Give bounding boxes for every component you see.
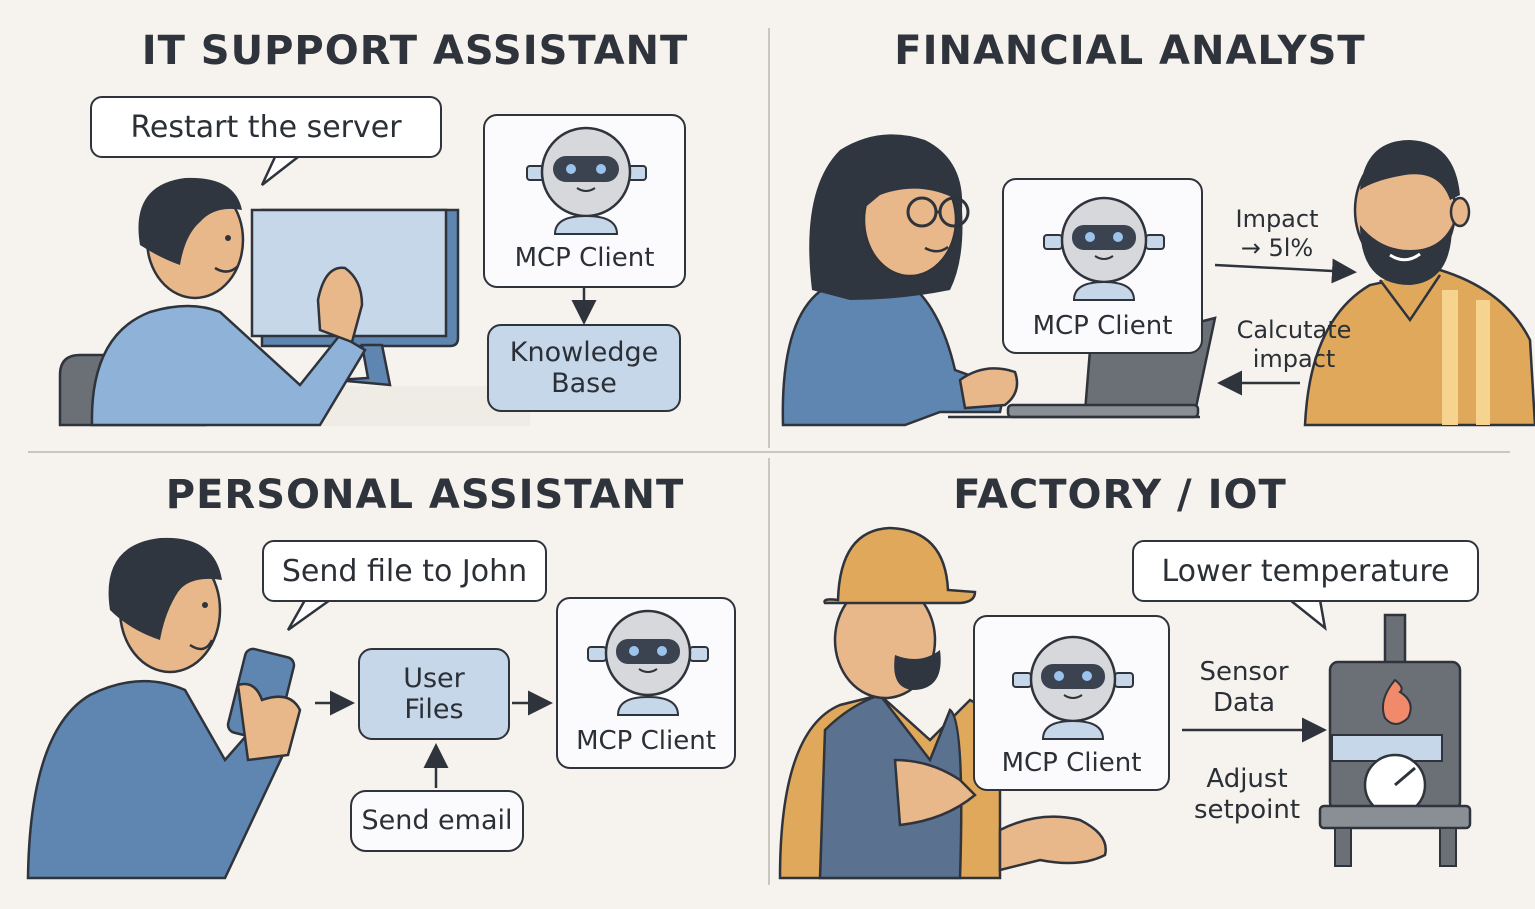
tail-it	[260, 156, 299, 186]
shirt-stripe-1	[1442, 290, 1458, 425]
financial-scene	[781, 134, 1535, 427]
mcp-client-box-factory: MCP Client	[973, 615, 1170, 791]
personal-scene	[26, 537, 302, 880]
knowledge-base-label: Knowledge Base	[509, 336, 659, 399]
tail-factory	[1289, 599, 1327, 632]
speech-bubble-personal: Send file to John	[262, 540, 547, 602]
send-email-box: Send email	[350, 790, 524, 852]
title-factory-iot: FACTORY / IOT	[953, 472, 1287, 518]
send-email-label: Send email	[361, 805, 513, 837]
boiler-base	[1318, 804, 1472, 830]
calculate-impact-label: Calcutate impact	[1236, 316, 1352, 373]
adjust-setpoint-label: Adjust setpoint	[1193, 764, 1301, 826]
it-person-hair	[138, 177, 242, 265]
arrow-to-man	[1214, 258, 1357, 284]
worker-hand-right	[998, 815, 1107, 872]
it-person-body	[90, 304, 367, 427]
robot-icon	[1012, 635, 1134, 740]
man-beard	[1360, 225, 1452, 285]
speech-text-personal: Send file to John	[281, 553, 528, 589]
monitor-stand	[335, 343, 392, 387]
laptop-base	[1006, 403, 1200, 419]
boiler-chimney	[1383, 613, 1407, 667]
man-hair	[1360, 140, 1460, 200]
title-personal-assistant: PERSONAL ASSISTANT	[165, 472, 685, 518]
user-files-label: User Files	[403, 662, 465, 725]
mcp-client-box-personal: MCP Client	[556, 597, 736, 769]
personal-person-body	[26, 679, 292, 880]
mcp-client-label-factory: MCP Client	[1001, 748, 1142, 778]
title-financial-analyst: FINANCIAL ANALYST	[894, 28, 1366, 74]
worker-hand-left	[893, 758, 977, 827]
mcp-client-label-financial: MCP Client	[1032, 311, 1173, 341]
speech-bubble-it: Restart the server	[90, 96, 442, 158]
hard-hat	[823, 526, 977, 605]
mcp-client-box-it: MCP Client	[483, 114, 686, 288]
worker-beard	[894, 650, 941, 690]
worker-vest	[818, 693, 963, 880]
personal-person-hair	[108, 537, 222, 640]
user-files-box: User Files	[358, 648, 510, 740]
flame-icon	[1382, 678, 1412, 725]
mcp-client-label-personal: MCP Client	[576, 726, 716, 756]
shirt-stripe-2	[1476, 300, 1490, 425]
robot-icon	[526, 126, 647, 235]
mcp-client-label-it: MCP Client	[514, 243, 655, 273]
personal-person-hand	[236, 682, 302, 762]
tail-personal	[286, 598, 331, 632]
robot-icon	[1043, 196, 1165, 301]
speech-text-it: Restart the server	[130, 109, 402, 145]
robot-icon	[587, 609, 709, 716]
factory-scene	[778, 526, 1472, 880]
impact-label: Impact → 5l%	[1235, 205, 1319, 262]
it-support-scene	[58, 177, 530, 427]
speech-bubble-factory: Lower temperature	[1132, 540, 1479, 602]
sensor-data-label: Sensor Data	[1199, 657, 1289, 719]
knowledge-base-box: Knowledge Base	[487, 324, 681, 412]
speech-text-factory: Lower temperature	[1161, 553, 1450, 589]
mcp-client-box-financial: MCP Client	[1002, 178, 1203, 354]
analyst-hands	[958, 367, 1019, 410]
it-person-hand	[316, 266, 364, 344]
title-it-support: IT SUPPORT ASSISTANT	[141, 28, 689, 74]
